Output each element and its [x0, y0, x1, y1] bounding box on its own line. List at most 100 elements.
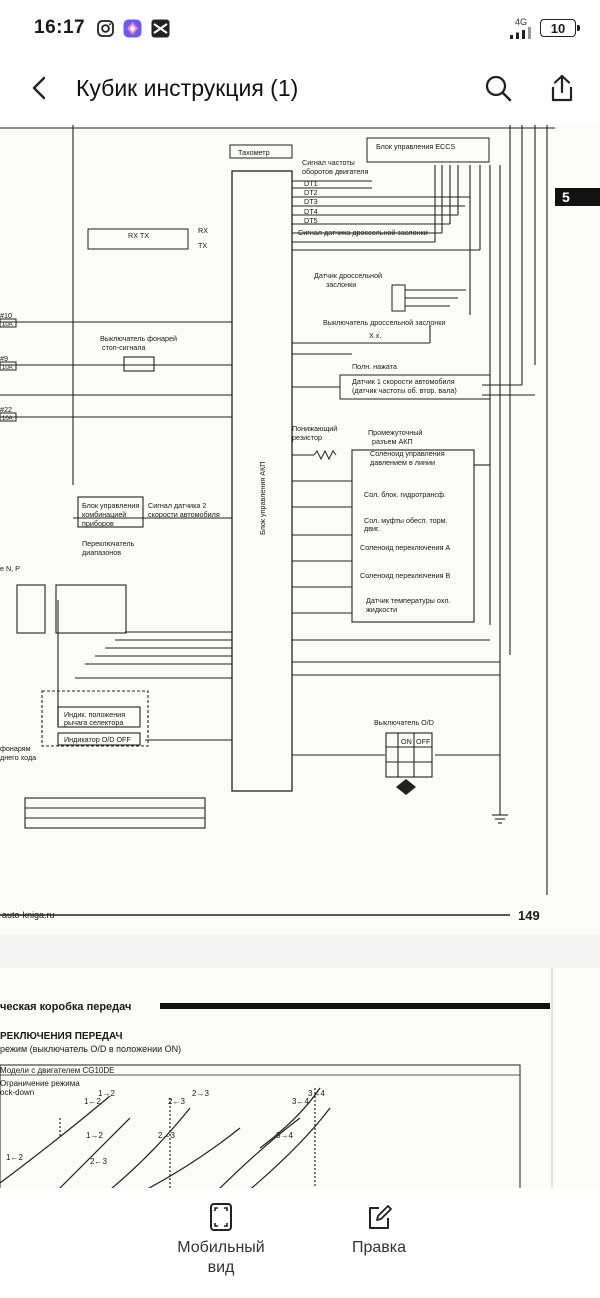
share-button[interactable]: [546, 70, 578, 106]
label-cluster-1: Блок управления: [82, 501, 139, 510]
label-throttle-sensor-2: заслонки: [326, 280, 356, 289]
label-selector-ind-1: Индик. положения: [64, 710, 125, 719]
label-selector-ind-2: рычага селектора: [64, 718, 123, 727]
mail-icon: [151, 19, 170, 37]
footer-site: auto-kniga.ru: [2, 910, 55, 920]
label-shift-a: Соленоид переключения A: [360, 543, 451, 552]
label-fuse-9: #9: [0, 354, 8, 363]
mobile-view-icon: [210, 1203, 232, 1231]
label-fluid-temp-1: Датчик температуры охл.: [366, 596, 451, 605]
status-system-icons: 4G 10: [508, 16, 580, 39]
label-speed-sensor-2: (датчик частоты об. втор. вала): [352, 386, 457, 395]
label-dt4: DT4: [304, 207, 318, 216]
shift-label-3: 3→4: [308, 1089, 325, 1098]
label-speed2-1: Сигнал датчика 2: [148, 501, 206, 510]
label-on: ON: [401, 737, 412, 746]
back-button[interactable]: [30, 68, 62, 108]
status-bar: 16:17 4G 10: [0, 0, 600, 56]
label-resistor-1: Понижающий: [292, 424, 337, 433]
label-rxtx: RX TX: [128, 231, 149, 240]
label-range-switch-2: диапазонов: [82, 548, 121, 557]
page2-limit-1: Ограничение режима: [0, 1079, 80, 1088]
back-arrow-icon: [32, 76, 46, 100]
label-akp-ecu: Блок управления АКП: [258, 462, 267, 535]
label-idle: Х.х.: [369, 331, 381, 340]
label-lockup: Сол. блок. гидротрансф.: [364, 490, 446, 499]
document-page-150: ческая коробка передач РЕКЛЮЧЕНИЯ ПЕРЕДА…: [0, 968, 600, 1188]
label-brake-switch-1: Выключатель фонарей: [100, 334, 177, 343]
label-tachometer: Тахометр: [238, 148, 270, 157]
status-notification-icons: [97, 19, 170, 38]
page2-limit-2: ock-down: [0, 1088, 34, 1097]
share-icon: [551, 74, 573, 102]
battery-icon: 10: [540, 19, 580, 37]
search-button[interactable]: [482, 70, 514, 106]
page-number: 149: [518, 908, 540, 923]
shift-label-2: 2→3: [192, 1089, 209, 1098]
shift-label-10: 1←2: [6, 1153, 23, 1162]
shift-label-8: 2→3: [158, 1131, 175, 1140]
label-fuse-22-amp: 10A: [2, 416, 13, 422]
page2-subtitle-1: РЕКЛЮЧЕНИЯ ПЕРЕДАЧ: [0, 1031, 123, 1042]
document-viewer[interactable]: 5 auto-kniga.ru 149 Тахометр Блок управл…: [0, 125, 600, 1188]
label-overrun-2: двиг.: [364, 524, 380, 533]
toolbar-actions: [482, 70, 578, 106]
label-throttle-sensor-1: Датчик дроссельной: [314, 271, 382, 280]
label-shift-b: Соленоид переключения B: [360, 571, 451, 580]
page2-header: ческая коробка передач: [0, 1001, 131, 1013]
signal-indicator: 4G: [508, 16, 534, 39]
label-throttle-signal: Сигнал датчика дроссельной заслонки: [298, 228, 428, 237]
shift-label-4: 1←2: [84, 1097, 101, 1106]
label-headlamps-2: днего хода: [0, 753, 36, 762]
label-cluster-2: комбинацией: [82, 510, 126, 519]
label-dt2: DT2: [304, 188, 318, 197]
mobile-view-label: Мобильный вид: [177, 1239, 265, 1276]
shift-label-1: 1→2: [98, 1089, 115, 1098]
page2-model: Модели с двигателем CG10DE: [0, 1066, 114, 1075]
shift-label-6: 3←4: [292, 1097, 309, 1106]
mobile-view-button[interactable]: Мобильный вид: [166, 1202, 276, 1298]
instagram-icon: [97, 19, 115, 37]
label-line-pressure-2: давлением в линии: [370, 458, 435, 467]
label-range-switch-1: Переключатель: [82, 539, 135, 548]
label-dt1: DT1: [304, 179, 318, 188]
shift-label-5: 2←3: [168, 1097, 185, 1106]
label-throttle-switch: Выключатель дроссельной заслонки: [323, 318, 445, 327]
label-fuse-10-amp: 10A: [2, 322, 13, 328]
label-off: OFF: [416, 737, 431, 746]
label-fluid-temp-2: жидкости: [366, 605, 397, 614]
app-icon: [123, 19, 142, 37]
shift-label-9: 3→4: [276, 1131, 293, 1140]
label-rpm-signal-2: оборотов двигателя: [302, 167, 368, 176]
shift-label-7: 1→2: [86, 1131, 103, 1140]
shift-label-11: 2←3: [90, 1157, 107, 1166]
label-connector-2: разъем АКП: [372, 437, 413, 446]
label-dt5: DT5: [304, 216, 318, 225]
label-brake-switch-2: стоп-сигнала: [102, 343, 145, 352]
label-rx: RX: [198, 226, 208, 235]
label-line-pressure-1: Соленоид управления: [370, 449, 445, 458]
label-ecu-eccs: Блок управления ECCS: [376, 142, 455, 151]
label-rpm-signal-1: Сигнал частоты: [302, 158, 355, 167]
label-od-switch: Выключатель O/D: [374, 718, 434, 727]
label-full-press: Полн. нажата: [352, 362, 397, 371]
label-fuse-22: #22: [0, 405, 12, 414]
battery-level: 10: [550, 20, 566, 36]
label-speed2-2: скорости автомобиля: [148, 510, 220, 519]
status-time: 16:17: [34, 17, 86, 38]
label-resistor-2: резистор: [292, 433, 322, 442]
signal-icon: [510, 26, 531, 39]
wiring-diagram: 5 auto-kniga.ru 149 Тахометр Блок управл…: [0, 125, 600, 923]
document-title: Кубик инструкция (1): [76, 74, 299, 101]
bottom-navigation: Мобильный вид Правка: [0, 1188, 600, 1298]
label-headlamps-1: фонарям: [0, 744, 31, 753]
network-type: 4G: [514, 16, 527, 27]
edit-label: Правка: [351, 1239, 407, 1256]
search-icon: [485, 75, 512, 102]
shift-schedule-diagram: ческая коробка передач РЕКЛЮЧЕНИЯ ПЕРЕДА…: [0, 968, 553, 1188]
label-tx: TX: [198, 241, 207, 250]
edit-button[interactable]: Правка: [324, 1202, 434, 1298]
app-toolbar: Кубик инструкция (1): [0, 56, 600, 120]
section-tab: [555, 188, 600, 206]
label-connector-1: Промежуточный: [368, 428, 422, 437]
